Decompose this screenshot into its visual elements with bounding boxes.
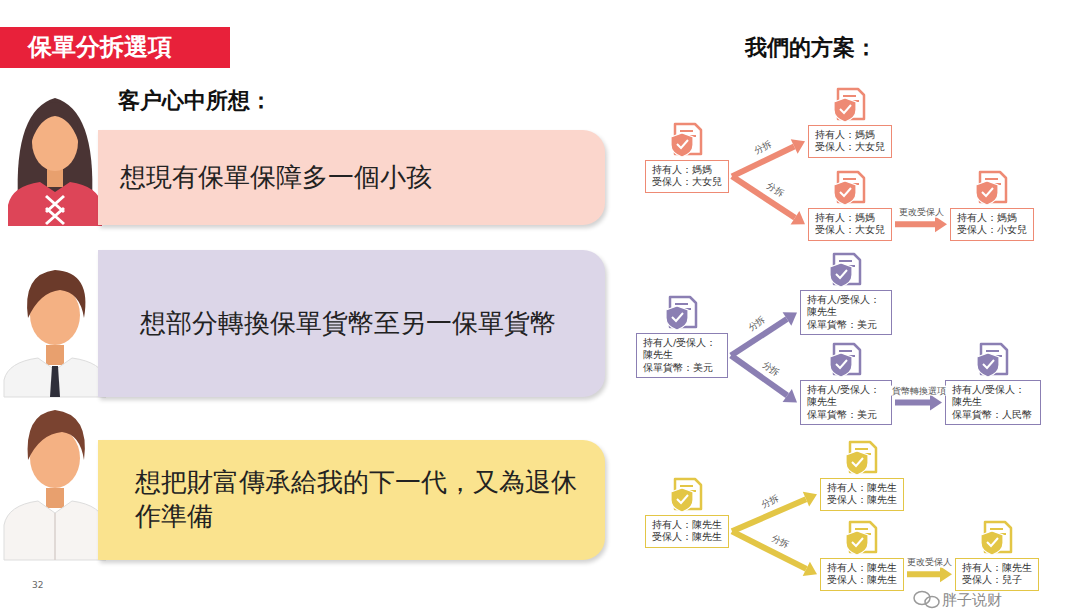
- policy-text: 持有人/受保人：陳先生: [807, 384, 885, 409]
- policy-text: 持有人/受保人：陳先生: [643, 337, 721, 362]
- edge-label: 更改受保人: [905, 557, 954, 568]
- policy-text: 保單貨幣：美元: [807, 409, 885, 421]
- arrow-shaft: [732, 176, 795, 217]
- policy-text: 持有人：陳先生: [827, 562, 897, 574]
- slide-title: 保單分拆選項: [28, 31, 172, 63]
- policy-text: 持有人/受保人：陳先生: [807, 294, 885, 319]
- policy-text: 受保人：大女兒: [815, 224, 885, 236]
- split-arrow: [895, 395, 942, 411]
- woman-avatar: [8, 98, 102, 226]
- edge-label: 貨幣轉換選項: [890, 385, 948, 396]
- policy-text: 受保人：大女兒: [815, 141, 885, 153]
- policy-box: 持有人/受保人：陳先生保單貨幣：美元: [636, 333, 728, 378]
- split-arrow: [732, 139, 805, 176]
- policy-text: 受保人：大女兒: [652, 176, 722, 188]
- arrow-shaft: [907, 571, 940, 577]
- arrow-shaft: [731, 356, 787, 396]
- policy-icon: [667, 121, 707, 159]
- policy-box: 持有人：陳先生受保人：陳先生: [820, 558, 904, 591]
- policy-text: 持有人：媽媽: [815, 212, 885, 224]
- thought-text: 想部分轉換保單貨幣至另一保單貨幣: [140, 307, 556, 341]
- policy-box: 持有人/受保人：陳先生保單貨幣：美元: [800, 290, 892, 335]
- policy-text: 受保人：小女兒: [957, 224, 1027, 236]
- policy-box: 持有人：陳先生受保人：陳先生: [820, 478, 904, 511]
- policy-text: 保單貨幣：美元: [807, 319, 885, 331]
- policy-icon: [826, 341, 866, 379]
- split-arrow: [731, 356, 797, 403]
- thought-band: 想部分轉換保單貨幣至另一保單貨幣: [98, 250, 605, 397]
- watermark: 胖子说财: [942, 591, 1002, 610]
- policy-text: 受保人：陳先生: [827, 494, 897, 506]
- policy-icon: [826, 251, 866, 289]
- split-arrow: [907, 566, 952, 582]
- arrow-head: [791, 139, 805, 153]
- split-arrow: [731, 312, 797, 355]
- arrow-head: [935, 216, 947, 232]
- arrow-shaft: [895, 221, 935, 227]
- man-avatar: [4, 410, 106, 560]
- arrow-shaft: [895, 400, 930, 406]
- arrow-head: [783, 312, 797, 325]
- arrow-head: [803, 492, 817, 507]
- policy-text: 保單貨幣：人民幣: [952, 409, 1034, 421]
- split-arrow: [732, 492, 817, 532]
- policy-text: 持有人：陳先生: [652, 519, 722, 531]
- split-arrow: [895, 216, 947, 232]
- policy-text: 持有人/受保人：陳先生: [952, 384, 1034, 409]
- policy-text: 受保人：兒子: [962, 574, 1032, 586]
- policy-icon: [830, 169, 870, 207]
- policy-box: 持有人：陳先生受保人：兒子: [955, 558, 1039, 591]
- policy-text: 保單貨幣：美元: [643, 362, 721, 374]
- policy-text: 持有人：媽媽: [815, 129, 885, 141]
- policy-icon: [977, 519, 1017, 557]
- arrow-head: [930, 395, 942, 411]
- policy-box: 持有人：媽媽受保人：小女兒: [950, 208, 1034, 241]
- title-tag: [0, 27, 230, 68]
- policy-box: 持有人/受保人：陳先生保單貨幣：人民幣: [945, 380, 1041, 425]
- policy-text: 持有人：陳先生: [962, 562, 1032, 574]
- split-arrow: [732, 176, 805, 224]
- policy-icon: [667, 476, 707, 514]
- policy-box: 持有人：媽媽受保人：大女兒: [808, 125, 892, 158]
- policy-box: 持有人：媽媽受保人：大女兒: [808, 208, 892, 241]
- arrow-shaft: [732, 531, 806, 569]
- policy-icon: [972, 169, 1012, 207]
- policy-text: 受保人：陳先生: [827, 574, 897, 586]
- arrow-head: [791, 211, 805, 224]
- arrow-head: [783, 389, 797, 402]
- man-avatar: [4, 270, 106, 397]
- policy-text: 受保人：陳先生: [652, 531, 722, 543]
- policy-text: 持有人：媽媽: [957, 212, 1027, 224]
- policy-icon: [842, 439, 882, 477]
- arrow-head: [940, 566, 952, 582]
- arrow-head: [803, 562, 817, 576]
- page-number: 32: [32, 580, 43, 590]
- policy-box: 持有人：媽媽受保人：大女兒: [645, 160, 729, 193]
- policy-box: 持有人/受保人：陳先生保單貨幣：美元: [800, 380, 892, 425]
- policy-icon: [842, 519, 882, 557]
- thought-text: 想把財富傳承給我的下一代，又為退休作準備: [135, 466, 580, 534]
- thought-band: 想把財富傳承給我的下一代，又為退休作準備: [98, 440, 605, 560]
- policy-icon: [973, 341, 1013, 379]
- thought-text: 想現有保單保障多一個小孩: [120, 161, 432, 195]
- edge-label: 更改受保人: [897, 207, 946, 218]
- policy-icon: [830, 86, 870, 124]
- policy-text: 持有人：陳先生: [827, 482, 897, 494]
- section-heading: 我們的方案：: [745, 33, 877, 63]
- watermark-logo: [914, 592, 939, 608]
- policy-text: 持有人：媽媽: [652, 164, 722, 176]
- thought-band: 想現有保單保障多一個小孩: [98, 130, 605, 225]
- split-arrow: [732, 531, 817, 576]
- policy-icon: [662, 294, 702, 332]
- policy-box: 持有人：陳先生受保人：陳先生: [645, 515, 729, 548]
- section-heading: 客户心中所想：: [118, 86, 272, 116]
